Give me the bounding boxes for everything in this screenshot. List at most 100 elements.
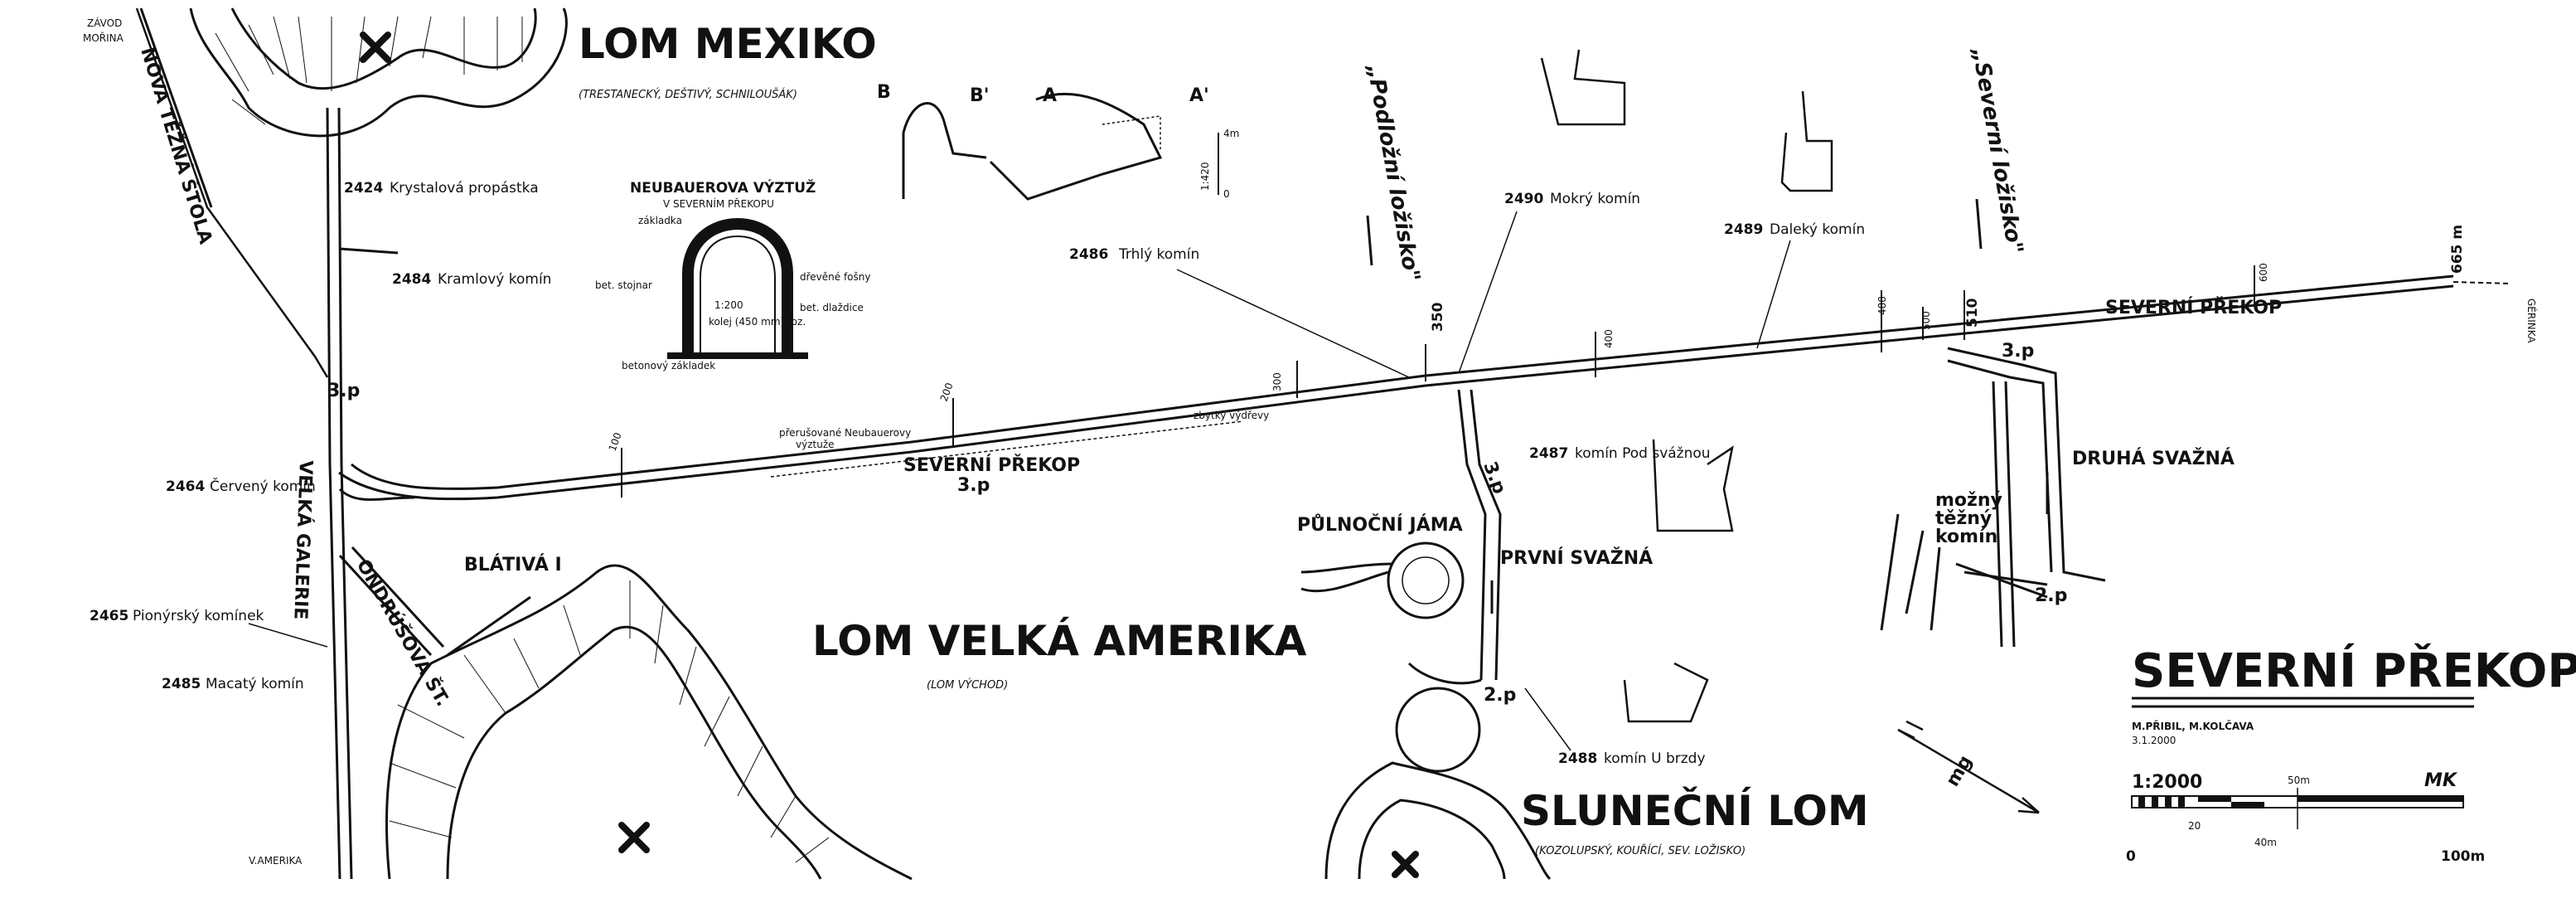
inset-sub: V SEVERNÍM PŘEKOPU	[663, 197, 774, 210]
pit-sub-mexiko: (TRESTANECKÝ, DEŠTIVÝ, SCHNILOUŠÁK)	[579, 88, 797, 101]
chimney-2487-name: komín Pod svážnou	[1575, 445, 1711, 462]
chimney-2485-name: Macatý komín	[206, 676, 304, 692]
profile-label-b: B	[877, 82, 891, 103]
severni-prekop-tunnel	[338, 274, 2454, 501]
dist-350: 350	[1430, 302, 1446, 332]
chimney-2465-name: Pionýrský komínek	[133, 608, 264, 624]
chimney-2464-name: Červený komín	[210, 477, 316, 495]
chimney-2488-num: 2488	[1558, 750, 1597, 767]
pit-sub-amerika: (LOM VÝCHOD)	[927, 678, 1008, 692]
chimney-2485-num: 2485	[162, 676, 201, 692]
velka-galerie	[326, 107, 353, 880]
level-2p-left: 2.p	[1484, 685, 1516, 706]
scale-40: 40m	[2254, 837, 2277, 848]
dist-488: 488	[1876, 296, 1888, 315]
inset-part-5: betonový základek	[622, 360, 715, 371]
dist-500: 500	[1920, 311, 1932, 330]
scale-bar	[2131, 788, 2464, 829]
profile-label-a: A	[1043, 85, 1057, 106]
severni-prekop-mid-label: SEVERNÍ PŘEKOP	[903, 454, 1080, 476]
chimney-2484-name: Kramlový komín	[438, 271, 551, 288]
prerusovane-label: přerušované Neubauerovy	[779, 427, 911, 439]
dist-300: 300	[1271, 372, 1283, 391]
dist-510: 510	[1964, 298, 1981, 328]
dist-600: 600	[2258, 263, 2269, 282]
chimney-2490-num: 2490	[1504, 191, 1543, 207]
pit-sub-slunecni: (KOZOLUPSKÝ, KOUŘÍCÍ, SEV. LOŽISKO)	[1535, 844, 1746, 857]
chimney-2489-name: Daleký komín	[1770, 221, 1865, 238]
level-3p-right: 3.p	[2002, 341, 2034, 362]
spur-2464	[338, 488, 415, 501]
pick-hammer-icon	[1392, 851, 1419, 878]
slunecni-lom-pit	[1324, 687, 1552, 881]
pit-name-amerika: LOM VELKÁ AMERIKA	[812, 616, 1307, 665]
chimney-2464-num: 2464	[166, 478, 205, 495]
title-block: SEVERNÍ PŘEKOP M.PŘIBIL, M.KOLČAVA 3.1.2…	[2126, 643, 2576, 865]
scale-50: 50m	[2288, 774, 2310, 786]
chimney-2487-num: 2487	[1529, 445, 1568, 462]
chimney-shapes	[1540, 49, 1833, 723]
ondrusova-label: ONDRÚŠOVA ŠT.	[352, 556, 454, 710]
pulnocni-jama-pit	[1300, 541, 1465, 619]
level-3p-mid: 3.p	[957, 475, 990, 496]
pulnocni-label: PŮLNOČNÍ JÁMA	[1297, 514, 1463, 536]
dist-665: 665 m	[2449, 225, 2466, 274]
scale-20: 20	[2188, 820, 2201, 832]
inset-scale: 1:200	[714, 299, 743, 311]
level-2p-right: 2.p	[2035, 585, 2067, 606]
map-date: 3.1.2000	[2132, 735, 2176, 746]
morina-label: MOŘINA	[83, 32, 124, 44]
level-3p-svazna: 3.p	[1479, 459, 1509, 498]
chimney-2490-name: Mokrý komín	[1550, 191, 1640, 207]
gerinka-label: GÉRINKA	[2525, 299, 2538, 343]
zavod-label: ZÁVOD	[87, 17, 122, 29]
inset-part-1: dřevěné fošny	[800, 271, 870, 283]
chimney-2484-num: 2484	[392, 271, 431, 288]
druha-svazna-label: DRUHÁ SVAŽNÁ	[2072, 448, 2235, 469]
chimney-2424-num: 2424	[344, 180, 383, 197]
vyztuze-label: výztuže	[796, 439, 835, 450]
profile-label-b2: B'	[970, 85, 990, 106]
inset-part-0: základka	[638, 215, 682, 226]
nova-tezna-stola	[135, 7, 329, 378]
chimney-2489-num: 2489	[1724, 221, 1763, 238]
lom-mexiko-pit	[189, 7, 568, 138]
v-amerika-label: V.AMERIKA	[249, 855, 303, 867]
map-scale: 1:2000	[2132, 772, 2202, 793]
scale-100: 100m	[2441, 848, 2485, 865]
pick-hammer-icon	[360, 32, 391, 63]
profile-mark-4m: 4m	[1223, 128, 1239, 139]
druha-svazna	[1880, 347, 2106, 648]
inset-part-4: kolej (450 mm) roz.	[709, 316, 806, 328]
mozny-line-1: těžný	[1935, 508, 1992, 529]
inset-part-2: bet. stojnar	[595, 279, 652, 291]
chimney-2488-name: komín U brzdy	[1604, 750, 1706, 767]
mozny-line-2: komín	[1935, 527, 1997, 547]
spur-2484	[339, 247, 399, 255]
profile-mark-0: 0	[1223, 188, 1230, 200]
inset-part-3: bet. dlaždice	[800, 302, 864, 313]
pick-hammer-icon	[618, 822, 650, 853]
mozny-line-0: možný	[1935, 490, 2002, 511]
chimney-2486-num: 2486	[1069, 246, 1108, 263]
profile-inset	[902, 92, 1219, 201]
zbytky-label: zbytky výdřevy	[1194, 410, 1269, 421]
profile-label-a2: A'	[1189, 85, 1209, 106]
signature: MK	[2424, 770, 2458, 791]
dist-400: 400	[1603, 329, 1615, 348]
prvni-svazna	[1407, 389, 1502, 685]
inset-title: NEUBAUEROVA VÝZTUŽ	[630, 178, 816, 197]
blativa-label: BLÁTIVÁ I	[464, 554, 562, 575]
neubauer-inset: 1:200	[667, 217, 808, 359]
map-authors: M.PŘIBIL, M.KOLČAVA	[2132, 720, 2254, 732]
chimney-2424-name: Krystalová propástka	[390, 180, 539, 197]
chimney-2486-name: Trhlý komín	[1118, 246, 1199, 263]
pit-name-mexiko: LOM MEXIKO	[579, 20, 877, 68]
prvni-svazna-label: PRVNÍ SVAŽNÁ	[1500, 547, 1653, 569]
severni-lozisko-label: „Severní ložisko"	[1967, 46, 2027, 255]
map-title: SEVERNÍ PŘEKOP	[2132, 643, 2576, 698]
level-3p-left: 3.p	[327, 381, 360, 401]
pit-name-slunecni: SLUNEČNÍ LOM	[1521, 786, 1869, 835]
chimney-2465-num: 2465	[90, 608, 128, 624]
